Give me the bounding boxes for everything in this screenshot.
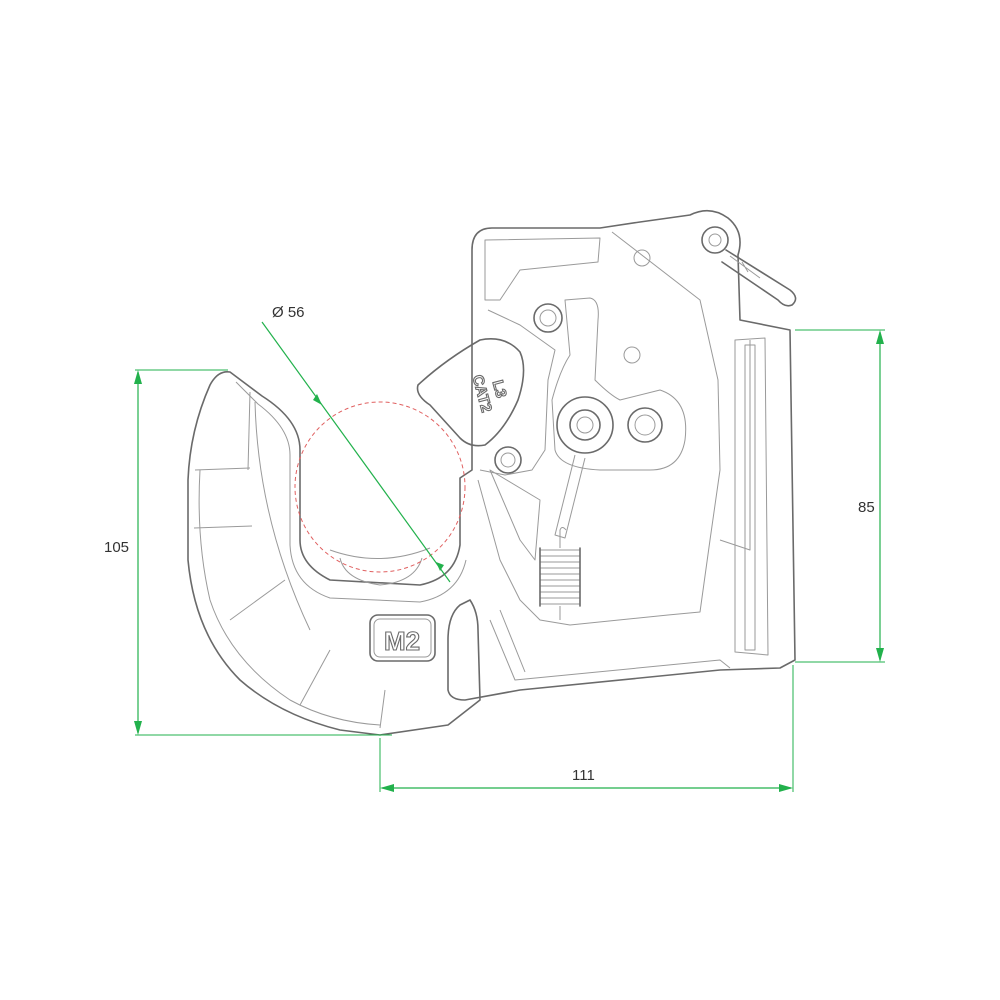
- release-lever: [701, 226, 797, 307]
- hook-body: [187, 209, 796, 736]
- right-height-dimension: 85: [795, 329, 885, 663]
- coil-spring: [539, 527, 581, 620]
- left-height-dimension: 105: [104, 369, 392, 736]
- pin-diameter-circle: [294, 401, 466, 573]
- left-height-label: 105: [104, 539, 129, 556]
- right-height-label: 85: [858, 499, 875, 516]
- diameter-label: Ø 56: [272, 304, 305, 321]
- diameter-dimension: Ø 56: [261, 304, 451, 583]
- bottom-width-dimension: 111: [379, 665, 794, 792]
- size-mark-text: M2: [384, 626, 420, 656]
- size-mark-badge: M2: [369, 614, 436, 662]
- latch-mechanism: [416, 249, 687, 539]
- bottom-width-label: 111: [572, 767, 595, 784]
- latch-marking-line1: L3: [489, 378, 510, 399]
- latch-marking: L3 CAT2: [468, 373, 510, 415]
